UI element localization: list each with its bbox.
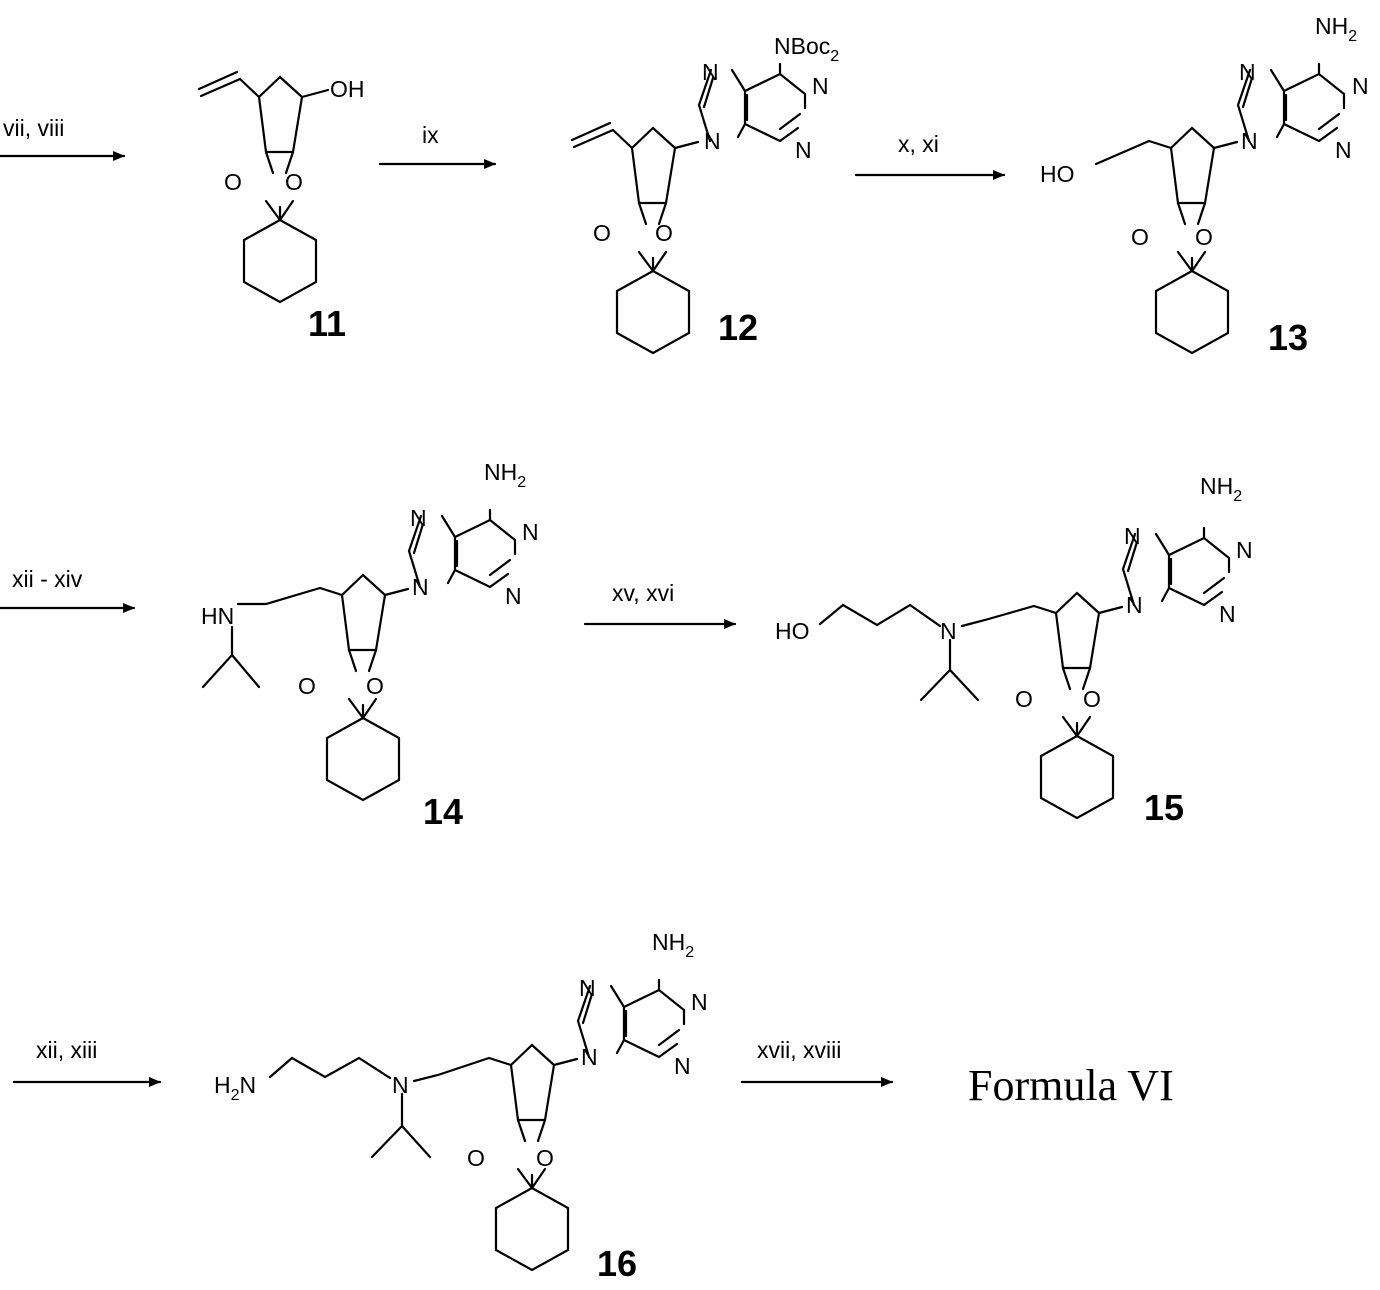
hydroxyl-label: OH (330, 76, 365, 102)
ketal-oxygen-left: O (593, 220, 611, 246)
tertiary-amine-label: N (940, 618, 957, 644)
ketal-oxygen-right: O (366, 673, 384, 699)
purine-n9: N (412, 574, 429, 600)
nboc2-label: NBoc2 (774, 33, 839, 65)
compound-12-structure: N N N N NBoc2 O O (572, 33, 839, 353)
reagent-label-step-5: xv, xvi (612, 580, 674, 606)
reagent-label-step-3: x, xi (898, 131, 939, 157)
purine-n9: N (1241, 128, 1258, 154)
ketal-oxygen-left: O (1131, 224, 1149, 250)
compound-15-number: 15 (1144, 787, 1184, 828)
reagent-label-step-7: xvii, xviii (757, 1037, 841, 1063)
ketal-oxygen-left: O (224, 169, 242, 195)
amino-label: NH2 (1200, 473, 1242, 505)
reaction-arrows (0, 156, 1004, 1082)
amino-label: NH2 (484, 459, 526, 491)
reagent-label-step-4: xii - xiv (12, 566, 83, 592)
compound-14-number: 14 (423, 791, 463, 832)
ketal-oxygen-right: O (285, 169, 303, 195)
product-formula-label: Formula VI (968, 1061, 1174, 1110)
purine-n7: N (1239, 59, 1256, 85)
compound-16-structure: H2N N N N N N NH2 O O (214, 929, 708, 1270)
purine-n7: N (579, 975, 596, 1001)
amino-label: NH2 (1315, 13, 1357, 45)
purine-n7: N (410, 505, 427, 531)
hydroxyl-label: HO (1040, 161, 1075, 187)
hydroxyl-label: HO (775, 618, 810, 644)
amino-label: NH2 (652, 929, 694, 961)
primary-amine-label: H2N (214, 1072, 256, 1104)
purine-n9: N (1126, 592, 1143, 618)
purine-n9: N (704, 128, 721, 154)
purine-n7: N (702, 59, 719, 85)
ketal-oxygen-right: O (1083, 686, 1101, 712)
ketal-oxygen-right: O (536, 1145, 554, 1171)
purine-n3: N (674, 1053, 691, 1079)
tertiary-amine-label: N (392, 1072, 409, 1098)
ketal-oxygen-right: O (1195, 224, 1213, 250)
ketal-oxygen-left: O (1015, 686, 1033, 712)
purine-n9: N (581, 1044, 598, 1070)
purine-n3: N (795, 137, 812, 163)
ketal-oxygen-right: O (655, 220, 673, 246)
ketal-oxygen-left: O (467, 1145, 485, 1171)
reagent-label-step-6: xii, xiii (36, 1037, 97, 1063)
purine-n3: N (1335, 137, 1352, 163)
reagent-label-step-1: vii, viii (3, 115, 64, 141)
purine-n1: N (691, 989, 708, 1015)
compound-11-structure: OH O O (199, 72, 365, 302)
compound-15-structure: HO N N N N N NH2 O O (775, 473, 1253, 818)
compound-16-number: 16 (597, 1243, 637, 1284)
purine-n3: N (1219, 601, 1236, 627)
compound-12-number: 12 (718, 307, 758, 348)
compound-14-structure: HN N N N N NH2 O O (201, 459, 539, 800)
ketal-oxygen-left: O (298, 673, 316, 699)
reagent-label-step-2: ix (422, 122, 439, 148)
purine-n3: N (505, 583, 522, 609)
compound-13-number: 13 (1268, 317, 1308, 358)
compound-11-number: 11 (308, 303, 346, 344)
secondary-amine-label: HN (201, 603, 234, 629)
purine-n1: N (1236, 537, 1253, 563)
purine-n1: N (812, 73, 829, 99)
compound-13-structure: HO N N N N NH2 O O (1040, 13, 1369, 353)
purine-n1: N (1352, 73, 1369, 99)
purine-n7: N (1124, 523, 1141, 549)
purine-n1: N (522, 519, 539, 545)
